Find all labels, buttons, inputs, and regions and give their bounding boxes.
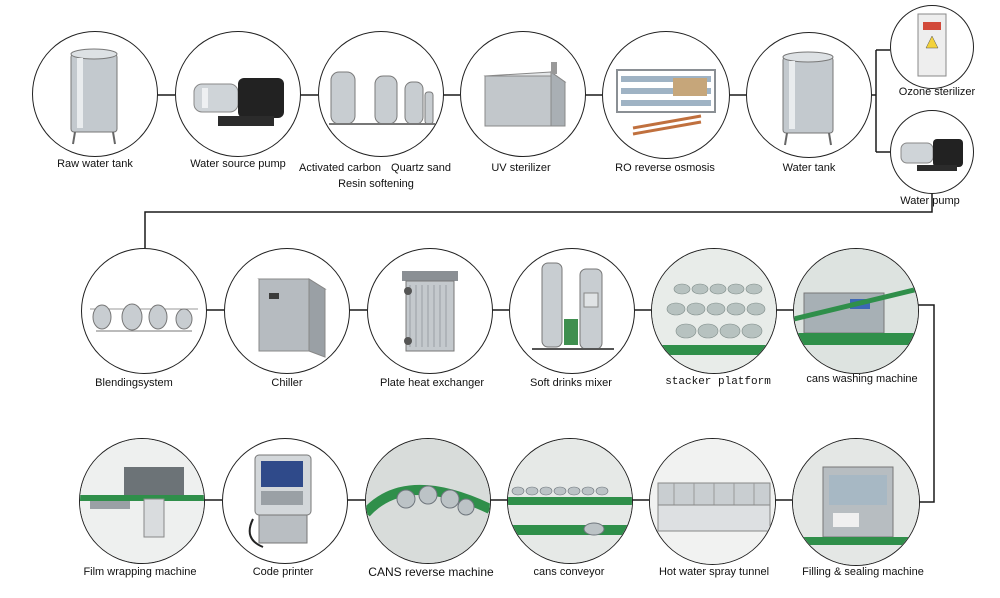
ro-reverse-osmosis-node: [602, 31, 730, 159]
washer-icon: [794, 249, 918, 373]
ro-system-icon: [616, 69, 716, 136]
code-printer-label: Code printer: [252, 566, 314, 578]
uv-box-icon: [483, 62, 567, 127]
uv-sterilizer-node: [460, 31, 586, 157]
cans-conveyor-label: cans conveyor: [533, 566, 605, 578]
cans-washing-machine-label: cans washing machine: [806, 373, 918, 385]
cans-reverse-machine-node: [365, 438, 491, 564]
connector: [917, 304, 935, 503]
soft-drinks-mixer-node: [509, 248, 635, 374]
blending-system-node: [81, 248, 207, 374]
blending-system-label: Blendingsystem: [95, 377, 173, 389]
ozone-sterilizer-node: [890, 5, 974, 89]
heat-exchanger-icon: [402, 271, 458, 352]
stacker-platform-node: [651, 248, 777, 374]
water-source-pump-node: [175, 31, 301, 157]
pump-icon: [193, 78, 284, 126]
chiller-label: Chiller: [271, 377, 303, 389]
filling-sealing-machine-label: Filling & sealing machine: [802, 566, 924, 578]
printer-icon: [248, 454, 312, 548]
tank-icon: [782, 51, 834, 146]
film-wrapping-machine-label: Film wrapping machine: [83, 566, 197, 578]
uv-sterilizer-label: UV sterilizer: [491, 162, 551, 174]
conveyor-icon: [508, 439, 632, 563]
tank-icon: [70, 48, 118, 145]
film-wrapping-machine-node: [79, 438, 205, 564]
film-wrap-icon: [80, 439, 204, 563]
cans-conveyor-node: [507, 438, 633, 564]
pump-icon: [900, 139, 963, 171]
cans-platform-icon: [652, 249, 776, 373]
mixing-tanks-icon: [90, 303, 198, 332]
code-printer-node: [222, 438, 348, 564]
plate-heat-exchanger-label: Plate heat exchanger: [380, 377, 484, 389]
mixer-icon: [532, 262, 614, 350]
raw-water-tank-label: Raw water tank: [57, 158, 133, 170]
stacker-platform-label: stacker platform: [665, 376, 771, 388]
filling-sealing-machine-node: [792, 438, 920, 566]
ro-reverse-osmosis-label: RO reverse osmosis: [615, 162, 715, 174]
spray-tunnel-icon: [650, 439, 775, 564]
hot-water-spray-tunnel-node: [649, 438, 776, 565]
chiller-node: [224, 248, 350, 374]
water-source-pump-label: Water source pump: [190, 158, 286, 170]
cans-washing-machine-node: [793, 248, 919, 374]
connector: [144, 192, 933, 248]
water-tank-label: Water tank: [782, 162, 836, 174]
cans-reverse-machine-label: CANS reverse machine: [368, 565, 494, 579]
filters-node: [318, 31, 444, 157]
raw-water-tank-node: [32, 31, 158, 157]
chiller-icon: [257, 278, 327, 358]
water-tank-node: [746, 32, 872, 158]
filter-tanks-icon: [329, 71, 435, 125]
filling-machine-icon: [793, 439, 919, 565]
water-pump-label: Water pump: [900, 195, 960, 207]
cans-reverse-icon: [366, 439, 490, 563]
activated-carbon-label: Activated carbon: [299, 162, 381, 174]
plate-heat-exchanger-node: [367, 248, 493, 374]
quartz-sand-label: Quartz sand: [391, 162, 451, 174]
resin-softening-label: Resin softening: [338, 178, 414, 190]
water-pump-node: [890, 110, 974, 194]
ozone-cabinet-icon: [917, 13, 947, 77]
hot-water-spray-tunnel-label: Hot water spray tunnel: [658, 566, 770, 578]
soft-drinks-mixer-label: Soft drinks mixer: [530, 377, 612, 389]
ozone-sterilizer-label: Ozone sterilizer: [898, 86, 976, 98]
